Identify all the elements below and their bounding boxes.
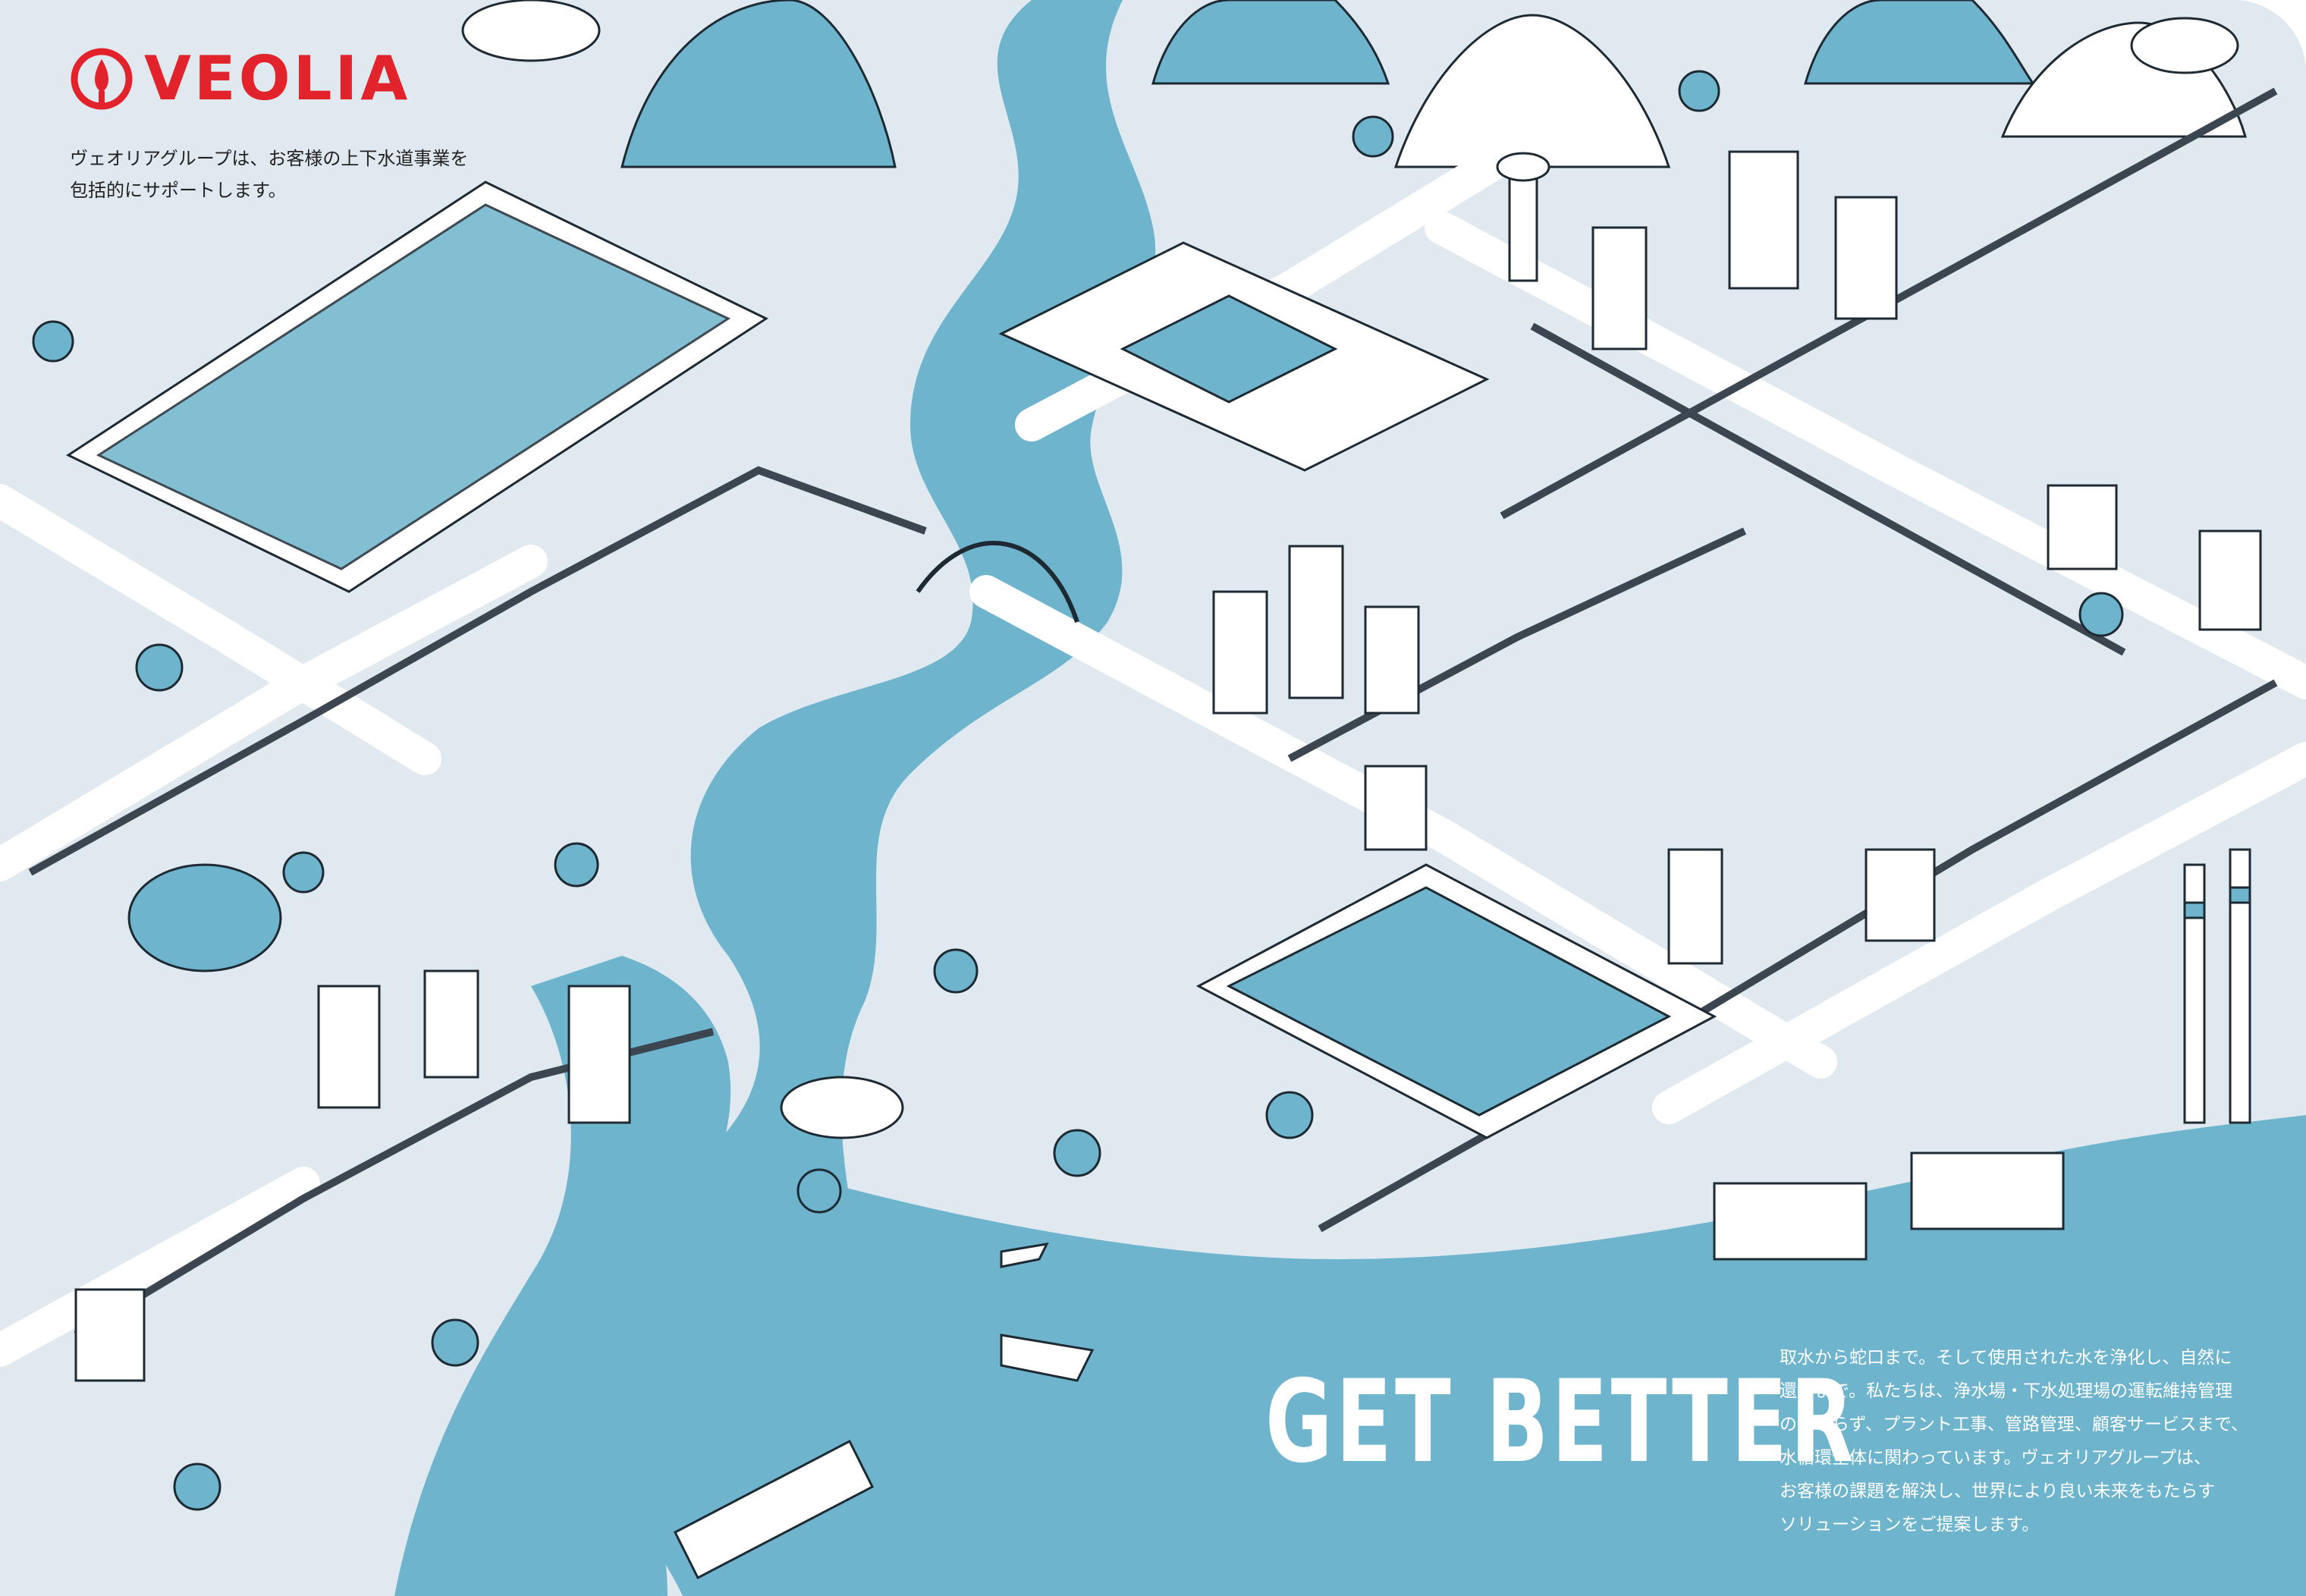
pond: [127, 863, 282, 972]
trees: [32, 70, 2124, 1511]
wastewater-plant: [1195, 863, 1717, 1139]
bridge: [916, 541, 1079, 623]
ships: [673, 1243, 1095, 1580]
mountain: [1393, 14, 1671, 168]
mountain: [620, 0, 897, 168]
cloud: [461, 0, 2239, 1139]
mountain: [1804, 0, 2035, 85]
river: [602, 0, 1156, 1596]
water-tower: [1496, 152, 1550, 282]
treatment-plant-center: [998, 241, 1490, 472]
body-text: 取水から蛇口まで。そして使用された水を浄化し、自然に 還すまで。私たちは、浄水場…: [1780, 1348, 2249, 1535]
veolia-drop-logo-icon: [71, 48, 133, 110]
veolia-logo[interactable]: VEOLIA: [70, 47, 410, 111]
brand-name: VEOLIA: [144, 43, 411, 114]
headline: GET BETTER: [1265, 1356, 1857, 1488]
treatment-plant-left: [65, 181, 769, 593]
factory-chimneys: [2183, 848, 2251, 1124]
mountain: [1151, 0, 1390, 85]
buildings: [74, 150, 2262, 1382]
lake-left: [394, 956, 731, 1596]
sea: [683, 1115, 2306, 1596]
intro-text: ヴェオリアグループは、お客様の上下水道事業を 包括的にサポートします。: [70, 148, 469, 201]
